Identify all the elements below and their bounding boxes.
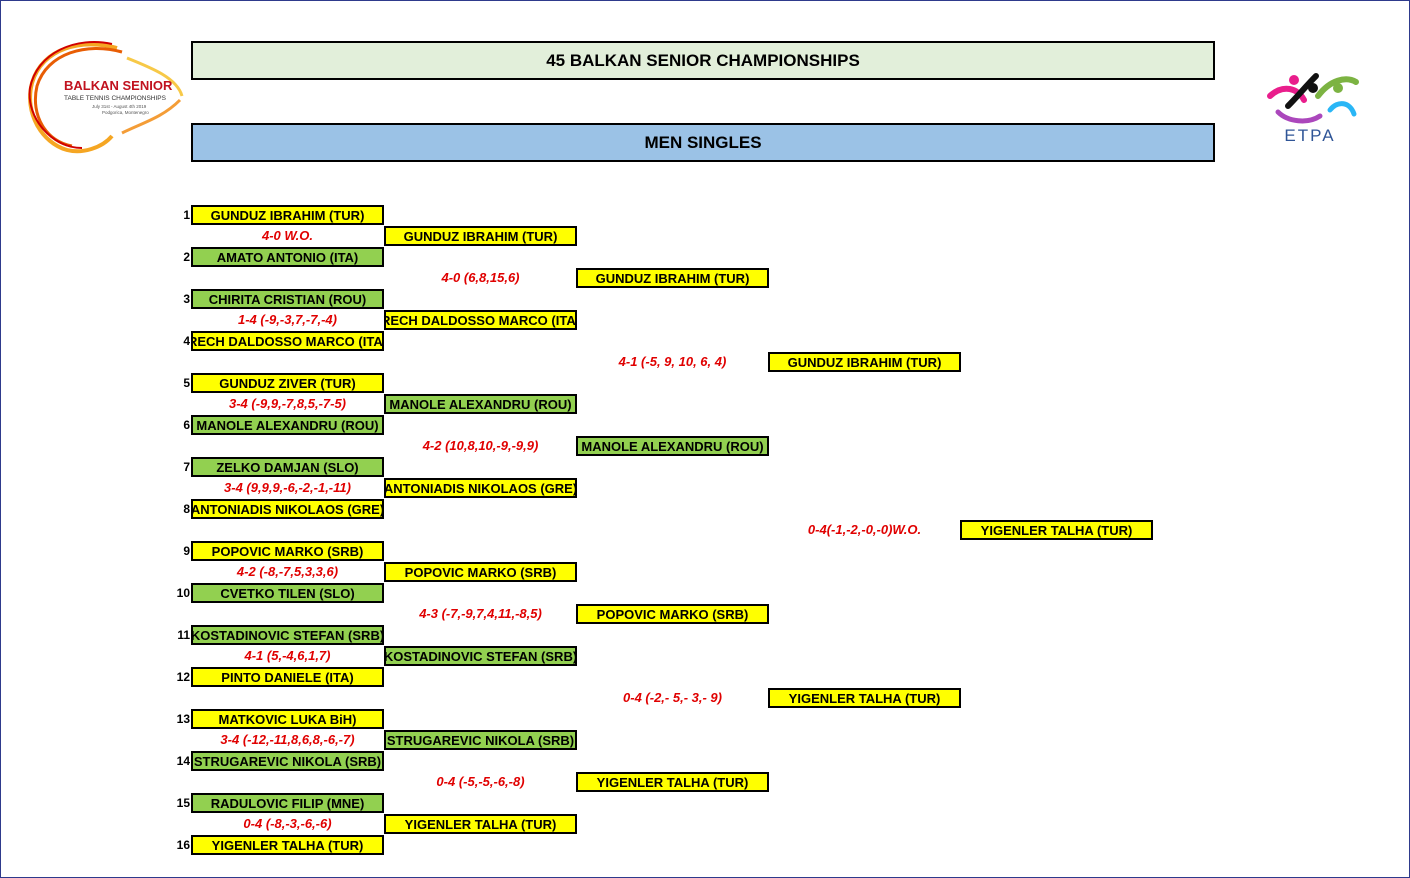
player-cell: MATKOVIC LUKA BiH) [191,709,384,729]
seed-number: 6 [183,418,190,432]
match-score: 4-0 (6,8,15,6) [441,270,520,285]
player-cell: MANOLE ALEXANDRU (ROU) [191,415,384,435]
player-cell: RECH DALDOSSO MARCO (ITA) [384,310,577,330]
player-cell: POPOVIC MARKO (SRB) [576,604,769,624]
logo-text-tt: TABLE TENNIS CHAMPIONSHIPS [64,95,167,102]
seed-number: 1 [183,208,190,222]
player-cell: MANOLE ALEXANDRU (ROU) [384,394,577,414]
logo-text-place: Podgorica, Montenegro [102,110,149,115]
player-cell: YIGENLER TALHA (TUR) [384,814,577,834]
seed-number: 2 [183,250,190,264]
player-cell: ANTONIADIS NIKOLAOS (GRE) [384,478,577,498]
player-cell: MANOLE ALEXANDRU (ROU) [576,436,769,456]
match-score: 4-3 (-7,-9,7,4,11,-8,5) [419,606,542,621]
seed-number: 4 [183,334,190,348]
seed-number: 7 [183,460,190,474]
seed-number: 11 [177,628,190,642]
player-cell: GUNDUZ IBRAHIM (TUR) [576,268,769,288]
player-cell: YIGENLER TALHA (TUR) [576,772,769,792]
player-cell: CVETKO TILEN (SLO) [191,583,384,603]
player-cell: POPOVIC MARKO (SRB) [384,562,577,582]
match-score: 3-4 (-9,9,-7,8,5,-7-5) [228,396,347,411]
player-cell: GUNDUZ IBRAHIM (TUR) [191,205,384,225]
player-cell: ZELKO DAMJAN (SLO) [191,457,384,477]
player-cell: KOSTADINOVIC STEFAN (SRB) [384,646,577,666]
match-score: 4-1 (-5, 9, 10, 6, 4) [618,354,727,369]
match-score: 4-2 (10,8,10,-9,-9,9) [422,438,539,453]
match-score: 3-4 (9,9,9,-6,-2,-1,-11) [224,480,351,495]
championship-title: 45 BALKAN SENIOR CHAMPIONSHIPS [191,41,1215,80]
match-score: 4-1 (5,-4,6,1,7) [244,648,331,663]
player-cell: AMATO ANTONIO (ITA) [191,247,384,267]
seed-number: 14 [176,754,190,768]
logo-text-balkan-senior: BALKAN SENIOR [64,78,173,93]
player-cell: RADULOVIC FILIP (MNE) [191,793,384,813]
match-score: 1-4 (-9,-3,7,-7,-4) [238,312,337,327]
seed-number: 13 [176,712,190,726]
match-score: 4-2 (-8,-7,5,3,3,6) [236,564,339,579]
player-cell: YIGENLER TALHA (TUR) [768,688,961,708]
event-title: MEN SINGLES [191,123,1215,162]
match-score: 0-4 (-5,-5,-6,-8) [436,774,525,789]
seed-number: 3 [183,292,190,306]
player-cell: GUNDUZ IBRAHIM (TUR) [768,352,961,372]
player-cell: PINTO DANIELE (ITA) [191,667,384,687]
match-score: 0-4(-1,-2,-0,-0)W.O. [807,522,922,537]
seed-number: 10 [176,586,190,600]
seed-number: 16 [176,838,190,852]
balkan-senior-logo: BALKAN SENIOR TABLE TENNIS CHAMPIONSHIPS… [22,38,184,160]
player-cell: YIGENLER TALHA (TUR) [191,835,384,855]
player-cell: CHIRITA CRISTIAN (ROU) [191,289,384,309]
seed-number: 9 [183,544,190,558]
player-cell: ANTONIADIS NIKOLAOS (GRE) [191,499,384,519]
etpa-logo-text: ETPA [1284,126,1335,145]
seed-number: 12 [176,670,190,684]
seed-number: 15 [176,796,190,810]
player-cell: STRUGAREVIC NIKOLA (SRB) [191,751,384,771]
player-cell: POPOVIC MARKO (SRB) [191,541,384,561]
seed-number: 5 [183,376,190,390]
player-cell: RECH DALDOSSO MARCO (ITA) [191,331,384,351]
player-cell: GUNDUZ IBRAHIM (TUR) [384,226,577,246]
player-cell: STRUGAREVIC NIKOLA (SRB) [384,730,577,750]
player-cell: GUNDUZ ZIVER (TUR) [191,373,384,393]
player-cell: KOSTADINOVIC STEFAN (SRB) [191,625,384,645]
match-score: 4-0 W.O. [261,228,314,243]
player-cell: YIGENLER TALHA (TUR) [960,520,1153,540]
match-score: 0-4 (-2,- 5,- 3,- 9) [623,690,722,705]
match-score: 3-4 (-12,-11,8,6,8,-6,-7) [220,732,355,747]
etpa-logo: ETPA [1258,66,1362,146]
match-score: 0-4 (-8,-3,-6,-6) [243,816,332,831]
seed-number: 8 [183,502,190,516]
logo-text-dates: July 31st - August 4th 2019 [92,104,147,109]
